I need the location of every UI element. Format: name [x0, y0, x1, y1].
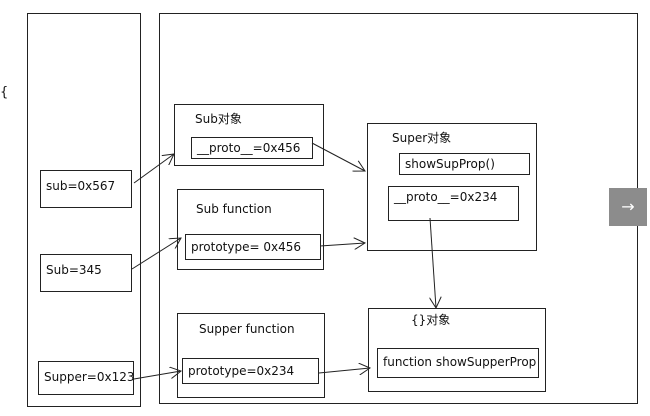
super-object-proto: __proto__=0x234	[388, 186, 519, 221]
supper-function-title: Supper function	[199, 322, 295, 336]
sub-function-box: Sub function prototype= 0x456	[177, 189, 324, 270]
empty-object-box: {}对象 function showSupperProp	[368, 308, 546, 392]
sub-function-title: Sub function	[196, 202, 272, 216]
super-object-box: Super对象 showSupProp() __proto__=0x234	[367, 123, 537, 251]
supper-function-box: Supper function prototype=0x234	[177, 313, 325, 398]
stack-var-sub-function: Sub=345	[40, 254, 132, 292]
super-object-title: Super对象	[392, 131, 452, 145]
empty-object-method: function showSupperProp	[377, 348, 539, 378]
brace-text: {	[0, 85, 9, 100]
sub-object-title: Sub对象	[195, 112, 242, 126]
empty-object-title: {}对象	[411, 313, 451, 327]
stack-panel	[27, 13, 141, 407]
sub-object-box: Sub对象 __proto__=0x456	[174, 104, 324, 166]
stack-var-supper: Supper=0x123	[38, 361, 134, 395]
super-object-method: showSupProp()	[399, 153, 530, 175]
sub-function-prototype: prototype= 0x456	[185, 234, 321, 260]
next-arrow-icon[interactable]: →	[609, 188, 647, 226]
stack-var-sub: sub=0x567	[40, 170, 132, 208]
sub-object-proto: __proto__=0x456	[191, 137, 313, 159]
supper-function-prototype: prototype=0x234	[182, 358, 319, 384]
